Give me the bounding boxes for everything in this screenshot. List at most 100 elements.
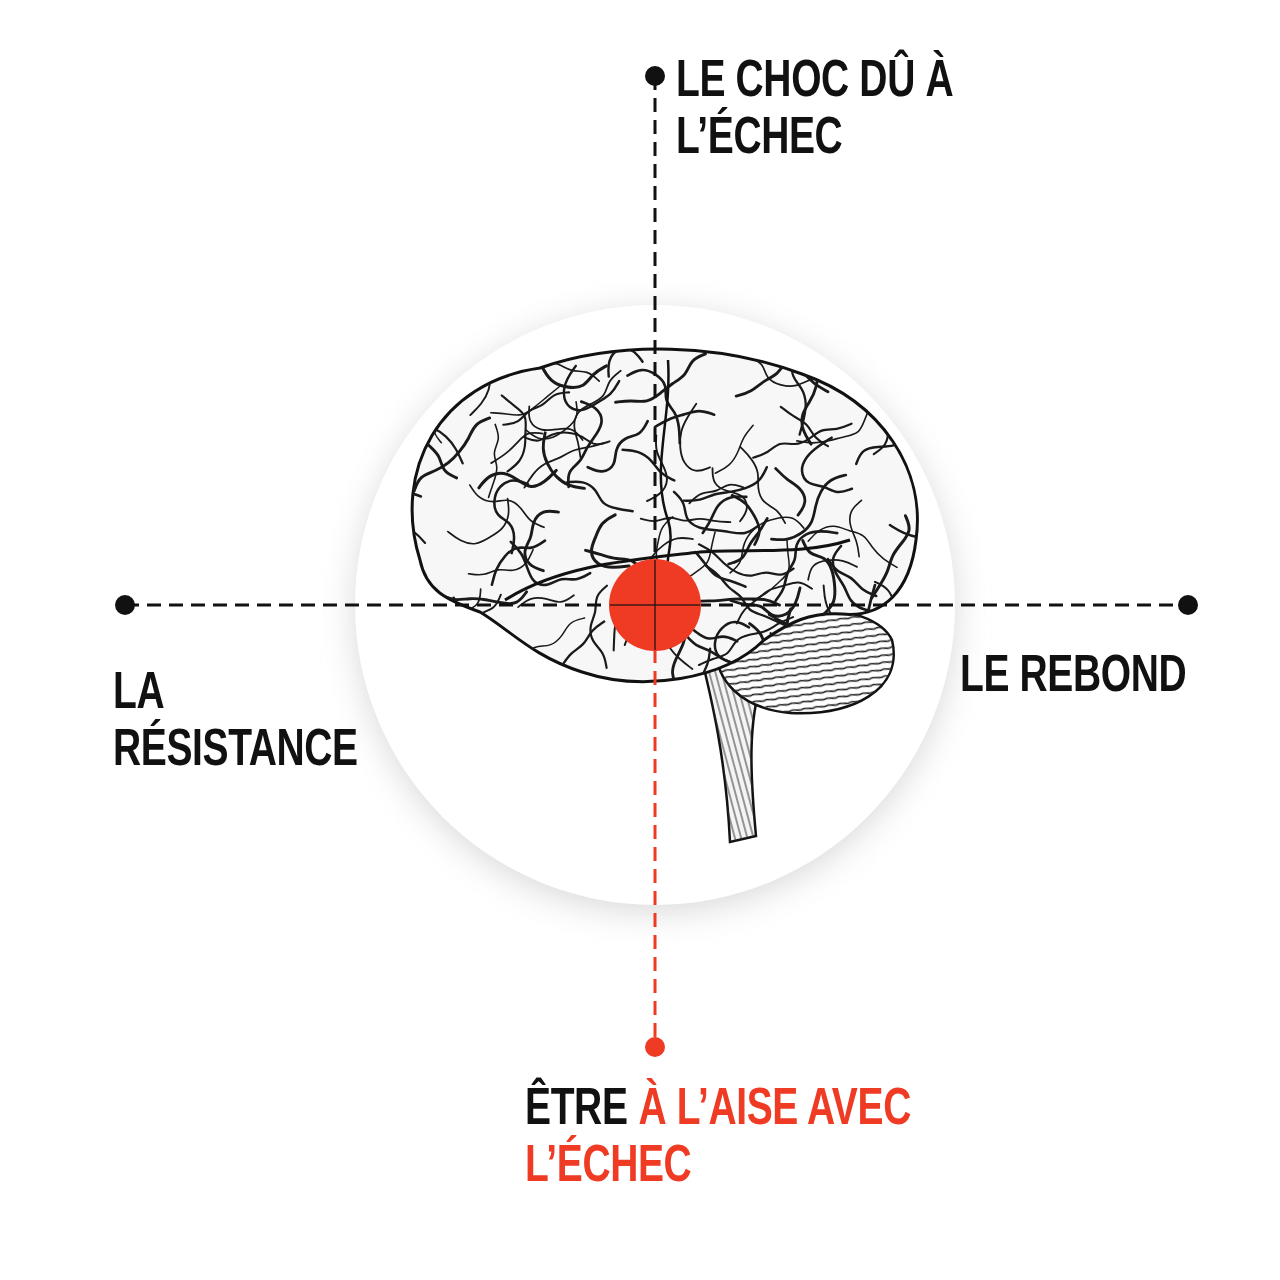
gyrus-stroke: [503, 392, 569, 424]
gyrus-stroke: [522, 352, 607, 388]
gyrus-stroke: [479, 470, 556, 487]
gyrus-stroke: [802, 359, 844, 444]
gyrus-stroke: [696, 552, 746, 587]
gyrus-stroke: [453, 598, 524, 658]
gyrus-stroke: [433, 678, 498, 697]
gyrus-stroke: [732, 495, 759, 544]
gyrus-stroke: [494, 481, 528, 554]
axis-label: LE CHOC DÛ À L’ÉCHEC: [676, 50, 1006, 164]
end-dot: [1178, 595, 1198, 615]
gyrus-stroke: [591, 515, 629, 567]
gyrus-stroke: [338, 506, 425, 543]
gyrus-stroke: [524, 433, 610, 445]
gyrus-stroke: [739, 649, 837, 672]
gyrus-stroke: [444, 357, 496, 407]
gyrus-stroke: [729, 518, 768, 564]
gyrus-stroke: [859, 628, 966, 641]
axis-label: ÊTREÀ L’AISE AVEC L’ÉCHEC: [525, 1078, 990, 1192]
gyrus-stroke: [908, 560, 951, 636]
gyrus-stroke: [502, 395, 526, 471]
gyrus-stroke: [775, 531, 837, 601]
gyrus-stroke: [448, 499, 509, 544]
gyrus-stroke: [781, 407, 828, 446]
gyrus-stroke: [730, 517, 804, 573]
gyrus-stroke: [647, 435, 667, 501]
gyrus-stroke: [871, 516, 909, 598]
label-text: LA RÉSISTANCE: [113, 661, 358, 776]
gyrus-stroke: [491, 386, 560, 415]
gyrus-stroke: [715, 622, 751, 685]
gyrus-stroke: [771, 633, 803, 677]
gyrus-stroke: [567, 482, 633, 512]
gyrus-stroke: [712, 468, 746, 521]
gyrus-stroke: [872, 653, 927, 682]
gyrus-stroke: [680, 404, 710, 471]
gyrus-stroke: [590, 586, 606, 668]
gyrus-stroke: [400, 370, 447, 411]
gyrus-stroke: [846, 327, 891, 368]
gyrus-stroke: [380, 387, 418, 433]
center-tick-h: [610, 604, 700, 606]
gyrus-stroke: [703, 497, 747, 533]
gyrus-stroke: [530, 622, 605, 701]
cerebrum: [412, 349, 917, 681]
gyrus-stroke: [565, 685, 613, 758]
gyrus-stroke: [443, 337, 479, 392]
gyrus-stroke: [846, 386, 920, 437]
gyrus-stroke: [411, 589, 481, 660]
gyrus-stroke: [674, 492, 758, 534]
center-dot: [609, 559, 701, 651]
gyrus-stroke: [833, 546, 879, 613]
gyrus-stroke: [838, 350, 874, 412]
cerebellum: [716, 609, 894, 714]
gyrus-stroke: [653, 673, 708, 700]
gyrus-stroke: [491, 433, 542, 463]
label-text: LE REBOND: [960, 644, 1186, 702]
gyrus-stroke: [824, 585, 856, 636]
gyrus-stroke: [481, 682, 498, 752]
gyrus-stroke: [889, 357, 941, 391]
gyrus-stroke: [732, 290, 777, 356]
gyrus-stroke: [402, 539, 412, 615]
gyrus-stroke: [670, 682, 746, 720]
cerebellum-texture: [716, 609, 894, 714]
gyrus-stroke: [696, 649, 710, 724]
central-sulcus: [661, 360, 671, 580]
gyrus-stroke: [900, 672, 958, 682]
gyrus-stroke: [715, 425, 753, 473]
gyrus-stroke: [776, 468, 805, 515]
gyri-strokes: [338, 290, 966, 759]
gyrus-stroke: [405, 423, 457, 478]
gyrus-stroke: [873, 363, 890, 455]
gyrus-stroke: [798, 664, 861, 713]
gyrus-stroke: [379, 562, 435, 597]
gyrus-stroke: [543, 338, 604, 364]
label-text: ÊTRE: [525, 1077, 628, 1135]
gyrus-stroke: [524, 443, 603, 488]
end-dot: [645, 1037, 665, 1057]
gyrus-stroke: [492, 541, 545, 585]
gyrus-stroke: [740, 447, 785, 523]
axis-label: LA RÉSISTANCE: [113, 662, 398, 776]
gyrus-stroke: [608, 349, 642, 377]
axis-top: [654, 76, 657, 605]
gyrus-stroke: [749, 357, 842, 386]
gyrus-stroke: [856, 415, 926, 464]
gyrus-stroke: [357, 663, 400, 709]
gyrus-stroke: [875, 582, 906, 646]
label-text: LE CHOC DÛ À L’ÉCHEC: [676, 49, 953, 164]
gyrus-stroke: [771, 475, 845, 540]
gyrus-stroke: [414, 418, 490, 491]
gyrus-stroke: [470, 359, 490, 415]
gyrus-stroke: [802, 637, 848, 686]
gyrus-stroke: [840, 619, 877, 671]
gyrus-stroke: [699, 617, 793, 665]
brain-illustration: [338, 290, 966, 842]
gyrus-stroke: [415, 327, 467, 383]
end-dot: [645, 66, 665, 86]
gyrus-stroke: [907, 383, 937, 466]
gyrus-stroke: [588, 421, 648, 471]
gyrus-stroke: [757, 672, 808, 706]
gyrus-stroke: [391, 386, 441, 443]
